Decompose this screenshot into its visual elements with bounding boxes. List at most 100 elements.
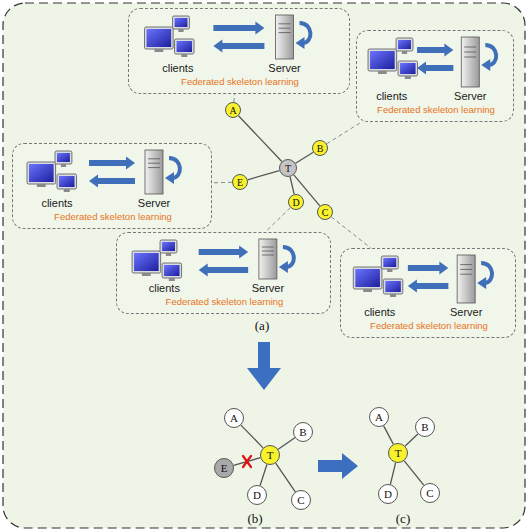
monitor-frame [383, 279, 403, 294]
client-monitor [57, 174, 77, 192]
monitor-screen [383, 258, 396, 267]
server-icon [276, 15, 294, 59]
monitor-stand [64, 189, 70, 192]
upload-arrow [199, 246, 248, 259]
graph-edge [278, 438, 295, 450]
group-link [327, 122, 362, 144]
monitor-stand [169, 278, 175, 281]
monitor-screen [134, 253, 159, 271]
clients-label: clients [41, 197, 72, 209]
graph-edge [260, 465, 267, 486]
monitor-screen [370, 51, 395, 69]
node-letter: A [375, 411, 383, 423]
panel-label: (b) [247, 511, 262, 527]
monitor-screen [385, 281, 401, 292]
node-letter: T [285, 163, 291, 174]
monitor-frame [175, 39, 195, 54]
update-arrow-head [481, 59, 490, 71]
client-monitor [160, 240, 177, 256]
client-monitor [27, 162, 56, 187]
node-letter: C [297, 494, 304, 506]
monitor-screen [29, 164, 54, 182]
server-icon [461, 37, 479, 87]
graph-edge [241, 425, 263, 448]
node-letter: B [299, 426, 306, 438]
graph-node: D [378, 484, 398, 504]
monitor-stand [142, 273, 151, 276]
upload-arrow [417, 44, 453, 57]
federated-group: clientsServerFederated skeleton learning [116, 232, 331, 314]
graph-edge [239, 116, 282, 162]
node-letter: D [292, 197, 299, 208]
monitor-frame [396, 38, 413, 51]
client-monitor [381, 256, 398, 272]
server-label: Server [454, 90, 486, 102]
graph-node: B [293, 422, 313, 442]
monitor-frame [398, 61, 418, 76]
monitor-frame [27, 162, 56, 184]
graph-node: T [260, 445, 280, 465]
monitor-frame [57, 174, 77, 189]
graph-node: A [225, 102, 241, 118]
outer-frame [3, 3, 525, 528]
removed-mark [243, 456, 251, 467]
graph-node: C [291, 490, 311, 510]
graph-node: T [279, 159, 297, 177]
update-arrow-head [165, 172, 174, 184]
monitor-frame [145, 27, 174, 49]
server-slot [460, 274, 472, 275]
server-icon [259, 239, 277, 279]
server-label: Server [450, 306, 482, 318]
server-label: Server [268, 62, 300, 74]
monitor-screen [398, 40, 411, 49]
monitor-frame [132, 251, 161, 273]
server-slot [148, 163, 160, 164]
monitor-screen [355, 269, 380, 287]
federated-group: clientsServerFederated skeleton learning [128, 8, 350, 94]
client-monitor [368, 49, 397, 74]
graph-node: T [388, 443, 408, 463]
group-link [212, 182, 232, 184]
monitor-screen [400, 63, 416, 74]
download-arrow [417, 62, 453, 75]
node-letter: D [253, 489, 261, 501]
server-slot [464, 52, 476, 53]
server-slot [279, 28, 291, 29]
graph-node: B [312, 140, 328, 156]
node-letter: E [237, 177, 243, 188]
federated-group: clientsServerFederated skeleton learning [340, 248, 516, 338]
flow-arrow [318, 453, 358, 479]
graph-edge [404, 461, 424, 485]
node-letter: D [384, 488, 392, 500]
monitor-stand [405, 76, 411, 79]
server-slot [262, 255, 274, 256]
graph-edge [384, 426, 394, 444]
server-slot [148, 158, 160, 159]
flow-arrow [247, 342, 281, 390]
server-label: Server [138, 197, 170, 209]
server-slot [262, 251, 274, 252]
monitor-stand [390, 294, 396, 297]
monitor-frame [55, 151, 72, 164]
monitor-frame [353, 267, 382, 289]
monitor-screen [57, 153, 70, 162]
federated-group: clientsServerFederated skeleton learning [12, 143, 212, 229]
group-link [265, 208, 290, 232]
node-letter: A [229, 105, 236, 116]
monitor-stand [61, 164, 66, 167]
graph-edge [290, 177, 294, 194]
node-letter: B [421, 421, 428, 433]
server-case [457, 255, 475, 303]
group-caption: Federated skeleton learning [377, 105, 495, 115]
graph-edge [296, 152, 314, 163]
graph-edge [234, 458, 261, 466]
download-arrow [213, 40, 264, 53]
monitor-frame [368, 49, 397, 71]
server-slot [262, 247, 274, 248]
monitor-stand [166, 253, 171, 256]
node-letter: C [426, 487, 433, 499]
graph-node: E [214, 458, 234, 478]
node-letter: E [221, 462, 228, 474]
group-caption: Federated skeleton learning [370, 321, 488, 331]
server-slot [279, 23, 291, 24]
